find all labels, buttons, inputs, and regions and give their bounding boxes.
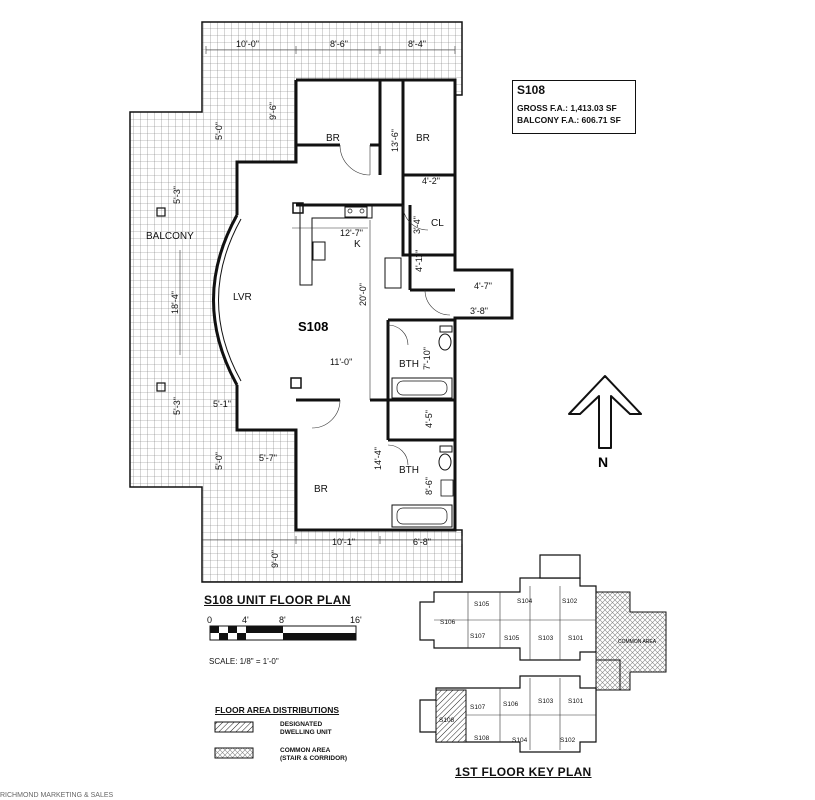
toilet-2 xyxy=(438,453,452,471)
room-bath-2: BTH xyxy=(399,465,419,476)
key-unit-highlight: S108 xyxy=(439,717,455,724)
key-unit: S106 xyxy=(503,701,519,708)
dim-bal-5-3-bot: 5'-3" xyxy=(172,397,182,415)
dim-hall-4-7: 4'-7" xyxy=(474,281,492,291)
key-unit: S103 xyxy=(538,635,554,642)
room-kitchen: K xyxy=(354,239,361,250)
legend-common-line2: (STAIR & CORRIDOR) xyxy=(280,755,348,762)
bathtub-2 xyxy=(391,504,453,528)
legend-dwelling-label: DESIGNATED DWELLING UNIT xyxy=(280,721,332,737)
room-balcony: BALCONY xyxy=(146,231,194,242)
dim-bot-6-8: 6'-8" xyxy=(413,537,431,547)
north-arrow-icon xyxy=(568,375,642,449)
north-label: N xyxy=(598,454,608,470)
dim-bath-4-5: 4'-5" xyxy=(424,410,434,428)
gross-floor-area: GROSS F.A.: 1,413.03 SF xyxy=(517,103,617,113)
key-unit: S104 xyxy=(517,598,533,605)
key-unit: S107 xyxy=(470,704,486,711)
key-unit: S104 xyxy=(512,737,528,744)
dim-bal-5-1: 5'-1" xyxy=(213,399,231,409)
dim-hall-3-8: 3'-8" xyxy=(470,306,488,316)
key-unit: S102 xyxy=(560,737,576,744)
kitchen-sink xyxy=(312,241,326,261)
legend-dwelling-line2: DWELLING UNIT xyxy=(280,729,332,736)
key-unit: S101 xyxy=(568,635,584,642)
dim-kitchen-12-7: 12'-7" xyxy=(340,228,363,238)
dim-left-9-6: 9'-6" xyxy=(268,102,278,120)
key-unit: S105 xyxy=(504,635,520,642)
scale-tick-8: 8' xyxy=(279,615,286,625)
toilet-1 xyxy=(438,333,452,351)
balcony-floor-area: BALCONY F.A.: 606.71 SF xyxy=(517,115,621,125)
footer-credit: RICHMOND MARKETING & SALES xyxy=(0,792,114,799)
key-plan xyxy=(419,554,667,753)
legend-swatch-common xyxy=(214,747,254,759)
dim-bot-9-0: 9'-0" xyxy=(270,550,280,568)
dim-bal-5-0-bot: 5'-0" xyxy=(214,452,224,470)
key-common-label: COMMON AREA xyxy=(618,639,657,645)
bathtub-1 xyxy=(391,377,453,399)
dim-closet-3-4: 3'-4" xyxy=(412,216,422,234)
key-unit: S105 xyxy=(474,601,490,608)
lvr-curved-wall xyxy=(212,214,239,386)
dim-bath-8-6: 8'-6" xyxy=(424,477,434,495)
key-unit: S102 xyxy=(562,598,578,605)
scale-bar xyxy=(209,625,357,641)
dim-bal-5-0-top: 5'-0" xyxy=(214,122,224,140)
scale-tick-4: 4' xyxy=(242,615,249,625)
dim-br-5-7: 5'-7" xyxy=(259,453,277,463)
dim-bot-10-1: 10'-1" xyxy=(332,537,355,547)
legend-common-label: COMMON AREA (STAIR & CORRIDOR) xyxy=(280,747,347,763)
dim-hall-4-11: 4'-11" xyxy=(414,250,424,272)
key-unit: S101 xyxy=(568,698,584,705)
unit-info-box: S108 GROSS F.A.: 1,413.03 SF BALCONY F.A… xyxy=(512,80,636,134)
legend-swatch-dwelling xyxy=(214,721,254,733)
dim-lvr-11-0: 11'-0" xyxy=(330,357,352,367)
scale-tick-16: 16' xyxy=(350,615,362,625)
dim-bath-7-10: 7'-10" xyxy=(422,347,432,370)
room-br-bottom: BR xyxy=(314,484,328,495)
scale-tick-0: 0 xyxy=(207,615,212,625)
exterior-wall xyxy=(235,78,514,532)
room-lvr: LVR xyxy=(233,292,252,303)
kitchen-counter xyxy=(299,204,373,286)
key-unit: S107 xyxy=(470,633,486,640)
key-unit: S103 xyxy=(538,698,554,705)
dim-top-2: 8'-6" xyxy=(330,39,348,49)
fridge xyxy=(384,257,402,289)
interior-walls xyxy=(296,80,455,205)
legend-dwelling-line1: DESIGNATED xyxy=(280,721,323,728)
dim-top-1: 10'-0" xyxy=(236,39,259,49)
kitchen-range xyxy=(344,206,368,218)
plan-title: S108 UNIT FLOOR PLAN xyxy=(204,593,351,607)
dim-lvr-20-0: 20'-0" xyxy=(358,283,368,306)
scale-note: SCALE: 1/8" = 1'-0" xyxy=(209,657,279,666)
unit-info-title: S108 xyxy=(517,83,546,97)
room-br-top-right: BR xyxy=(416,133,430,144)
room-bath-1: BTH xyxy=(399,359,419,370)
legend-title: FLOOR AREA DISTRIBUTIONS xyxy=(215,705,340,715)
key-unit: S108 xyxy=(474,735,490,742)
dim-bal-18-4: 18'-4" xyxy=(170,291,180,314)
legend-common-line1: COMMON AREA xyxy=(280,747,331,754)
unit-interior xyxy=(213,80,512,530)
unit-center-label: S108 xyxy=(298,319,328,334)
key-unit: S106 xyxy=(440,619,456,626)
room-closet: CL xyxy=(431,218,444,229)
dim-br-14-4: 14'-4" xyxy=(373,447,383,470)
room-br-top-left: BR xyxy=(326,133,340,144)
dim-br-13-6: 13'-6" xyxy=(390,129,400,152)
key-plan-title: 1ST FLOOR KEY PLAN xyxy=(455,765,592,779)
dim-top-3: 8'-4" xyxy=(408,39,426,49)
dim-bal-5-3-top: 5'-3" xyxy=(172,186,182,204)
dim-closet-4-2: 4'-2" xyxy=(422,176,440,186)
